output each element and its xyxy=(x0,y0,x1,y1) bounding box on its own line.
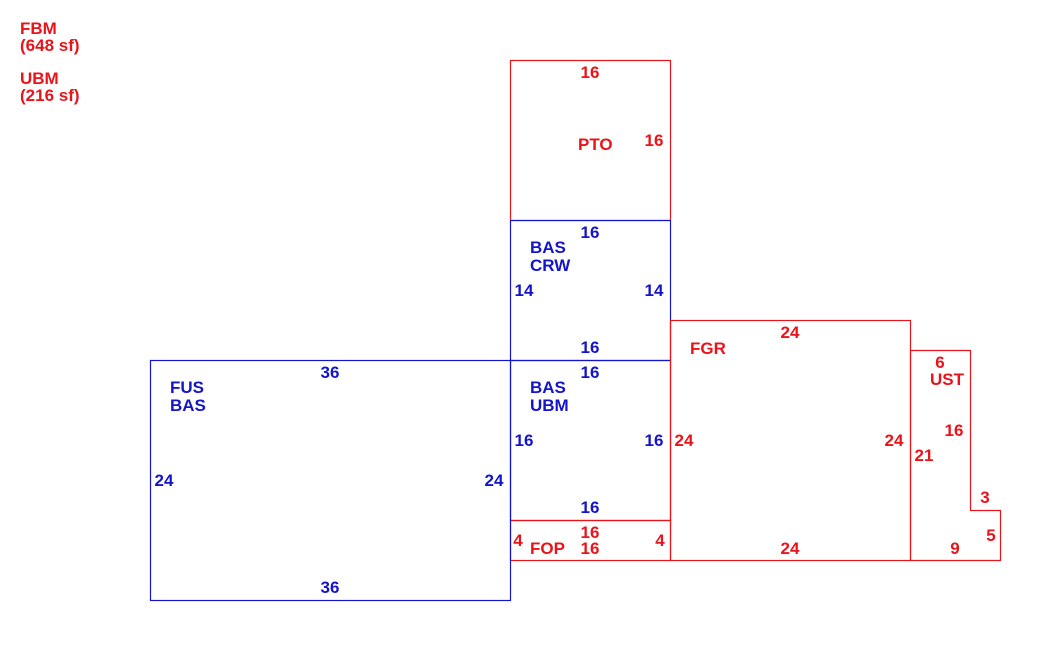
ubm-label-2: UBM xyxy=(530,396,569,415)
ubm-dimension-2: 16 xyxy=(515,431,534,450)
crw-label-2: CRW xyxy=(530,256,571,275)
crw-dimension-3: 14 xyxy=(645,281,664,300)
fop-dimension-3: 4 xyxy=(513,531,523,550)
ust-dimension-2: 16 xyxy=(945,421,964,440)
ust-dimension-3: 21 xyxy=(915,446,934,465)
fus-dimension-3: 24 xyxy=(485,471,504,490)
pto-dimension-2: 16 xyxy=(645,131,664,150)
fus-dimension-1: 36 xyxy=(321,363,340,382)
legend-ubm: UBM (216 sf) xyxy=(20,70,80,104)
fgr-dimension-3: 24 xyxy=(885,431,904,450)
ust-label-1: UST xyxy=(930,370,965,389)
legend-fbm-code: FBM xyxy=(20,19,57,38)
pto-label-1: PTO xyxy=(578,135,613,154)
crw-dimension-4: 16 xyxy=(581,338,600,357)
ubm-dimension-4: 16 xyxy=(581,498,600,517)
crw-dimension-1: 16 xyxy=(581,223,600,242)
fop-dimension-2: 16 xyxy=(581,539,600,558)
ust-dimension-4: 3 xyxy=(980,488,989,507)
fgr-label-1: FGR xyxy=(690,339,726,358)
legend-fbm: FBM (648 sf) xyxy=(20,20,80,54)
fop-label-1: FOP xyxy=(530,539,565,558)
fus-dimension-2: 24 xyxy=(155,471,174,490)
legend-fbm-area: (648 sf) xyxy=(20,36,80,55)
ubm-dimension-1: 16 xyxy=(581,363,600,382)
ust-dimension-6: 9 xyxy=(950,539,959,558)
crw-label-1: BAS xyxy=(530,238,566,257)
fgr-dimension-2: 24 xyxy=(675,431,694,450)
pto-dimension-1: 16 xyxy=(581,63,600,82)
fus-label-2: BAS xyxy=(170,396,206,415)
fgr-dimension-1: 24 xyxy=(781,323,800,342)
fop-dimension-4: 4 xyxy=(655,531,665,550)
fop-dimension-1: 16 xyxy=(581,523,600,542)
fus-outline xyxy=(149,359,512,602)
legend-ubm-code: UBM xyxy=(20,69,59,88)
fus-label-1: FUS xyxy=(170,378,204,397)
fgr-dimension-4: 24 xyxy=(781,539,800,558)
fus-dimension-4: 36 xyxy=(321,578,340,597)
ust-dimension-1: 6 xyxy=(935,353,944,372)
ust-dimension-5: 5 xyxy=(986,526,995,545)
ubm-label-1: BAS xyxy=(530,378,566,397)
ubm-dimension-3: 16 xyxy=(645,431,664,450)
ust-outline xyxy=(909,349,1002,562)
legend-ubm-area: (216 sf) xyxy=(20,86,80,105)
crw-dimension-2: 14 xyxy=(515,281,534,300)
